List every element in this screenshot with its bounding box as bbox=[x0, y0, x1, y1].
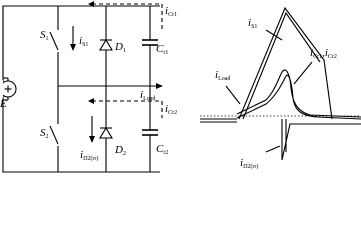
waveform-i-s1-outer bbox=[238, 6, 333, 120]
wave-label-i-cr: iCr1,iCr2 bbox=[310, 47, 337, 60]
label-i-cr1: iCr1 bbox=[165, 5, 177, 18]
label-switch-s2: S2 bbox=[40, 127, 49, 140]
label-switch-s1: S1 bbox=[40, 29, 49, 42]
wave-label-i-d2rr: iD2(rr) bbox=[240, 157, 258, 170]
waveform-i-cr-top bbox=[236, 69, 361, 118]
figure-svg: E S1 S2 D1 D2 Cr1 Cr2 iCr1 iS1 iLoad iCr… bbox=[0, 1, 361, 173]
leader-i-load bbox=[225, 85, 241, 105]
arrow-i-load-head bbox=[156, 83, 163, 89]
diode-d1-symbol bbox=[99, 38, 113, 51]
waveform-i-cr-bottom bbox=[236, 74, 361, 120]
label-diode-d2: D2 bbox=[114, 144, 126, 157]
wave-label-i-s1: iS1 bbox=[248, 17, 257, 30]
waveform-i-s1-inner bbox=[242, 11, 321, 120]
loop-cr2-arrow bbox=[88, 98, 94, 104]
arrow-i-d2rr-head bbox=[89, 136, 95, 143]
label-cap-cr2: Cr2 bbox=[156, 143, 168, 156]
loop-cr2-dashed bbox=[92, 100, 163, 118]
label-i-d2rr: iD2(rr) bbox=[80, 149, 98, 162]
waveform-i-d2rr bbox=[281, 119, 361, 161]
label-i-load: iLoad bbox=[140, 89, 155, 102]
loop-cr1-arrow bbox=[88, 1, 94, 7]
leader-i-d2rr bbox=[265, 145, 281, 153]
wave-label-i-load: iLoad bbox=[215, 69, 230, 82]
label-i-cr2: iCr2 bbox=[165, 103, 177, 116]
switch-s2-blade bbox=[49, 125, 59, 145]
label-i-s1: iS1 bbox=[79, 35, 88, 48]
leader-i-s1 bbox=[265, 29, 283, 41]
circuit-waveform-figure: E S1 S2 D1 D2 Cr1 Cr2 iCr1 iS1 iLoad iCr… bbox=[0, 1, 361, 173]
leader-i-cr bbox=[293, 61, 313, 85]
circuit-diagram: E S1 S2 D1 D2 Cr1 Cr2 iCr1 iS1 iLoad iCr… bbox=[0, 1, 177, 173]
switch-s1-blade bbox=[49, 31, 59, 51]
diode-d2-symbol bbox=[99, 126, 113, 139]
label-diode-d1: D1 bbox=[114, 41, 126, 54]
loop-cr1-dashed bbox=[92, 3, 163, 30]
arrow-i-s1-head bbox=[70, 44, 76, 51]
label-source-e: E bbox=[0, 98, 7, 110]
waveform-diagram: iS1 iCr1,iCr2 iLoad iD2(rr) bbox=[200, 6, 361, 170]
label-cap-cr1: Cr1 bbox=[156, 43, 168, 56]
